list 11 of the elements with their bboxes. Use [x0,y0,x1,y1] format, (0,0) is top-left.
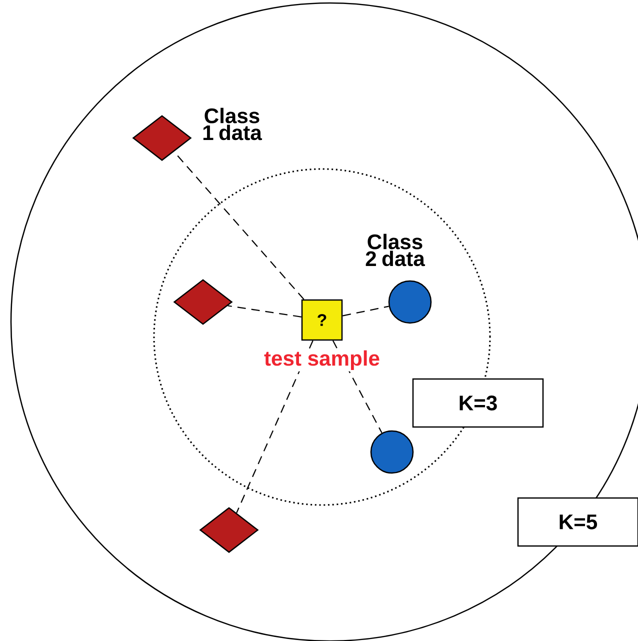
test-sample-box: ? [301,299,343,341]
k-value-box: K=5 [517,497,638,547]
circle-marker [388,280,432,324]
dashed-line [228,305,302,318]
class-label: Class 2 data [366,234,426,266]
dashed-line [342,306,389,316]
k-value-box: K=3 [412,378,544,428]
class-label: Class 1 data [203,108,262,140]
circle-marker [370,430,414,474]
node-caption: test sample [262,348,382,372]
dashed-line [236,340,314,514]
